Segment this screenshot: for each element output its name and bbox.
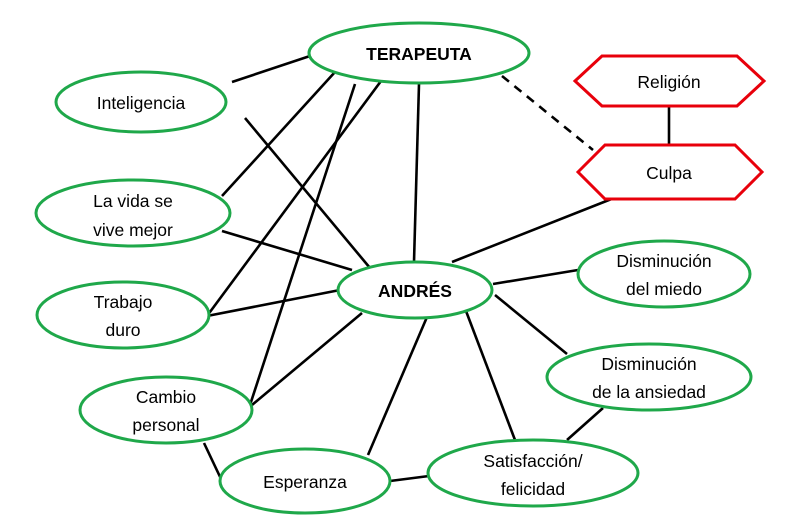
node-miedo: Disminución del miedo [576,239,752,309]
svg-text:Cambio: Cambio [136,387,196,407]
edge-terapeuta-inteligencia [231,53,314,84]
svg-text:Trabajo: Trabajo [94,292,153,312]
node-religion: Religión [572,54,767,108]
node-ansiedad: Disminución de la ansiedad [545,342,753,412]
node-terapeuta: TERAPEUTA [307,21,531,85]
edge-satisfaccion-andres [464,310,517,441]
svg-text:vive mejor: vive mejor [93,220,173,240]
edge-cambio-esperanza [202,442,224,482]
edge-culpa-andres [451,196,615,264]
node-esperanza: Esperanza [218,447,392,515]
svg-text:Satisfacción/: Satisfacción/ [483,451,582,471]
svg-text:felicidad: felicidad [501,479,565,499]
svg-text:Religión: Religión [637,72,700,92]
edge-terapeuta-culpa-dashed [501,74,594,152]
edge-esperanza-andres [366,316,429,456]
node-vida: La vida se vive mejor [34,178,232,248]
svg-text:TERAPEUTA: TERAPEUTA [366,44,472,64]
node-cambio: Cambio personal [78,375,254,445]
edge-terapeuta-cambio [248,83,357,406]
node-trabajo: Trabajo duro [35,280,211,350]
edge-andres-miedo [492,268,579,286]
node-inteligencia: Inteligencia [54,70,228,134]
edge-andres-ansiedad [494,293,568,356]
edge-cambio-andres [251,312,363,406]
node-satisfaccion: Satisfacción/ felicidad [426,438,640,508]
edge-esperanza-satisfaccion [389,474,430,483]
edge-terapeuta-andres [412,83,421,263]
svg-text:Disminución: Disminución [601,354,696,374]
edge-inteligencia-andres [244,117,371,269]
svg-text:personal: personal [132,415,199,435]
edge-satisfaccion-ansiedad [566,407,604,441]
svg-text:de la ansiedad: de la ansiedad [592,382,706,402]
svg-text:ANDRÉS: ANDRÉS [378,280,452,301]
node-andres: ANDRÉS [336,260,494,320]
svg-text:del miedo: del miedo [626,279,702,299]
edge-vida-andres [221,229,353,272]
node-culpa: Culpa [575,143,765,201]
svg-text:Disminución: Disminución [616,251,711,271]
edge-terapeuta-trabajo [205,80,383,317]
svg-text:duro: duro [105,320,140,340]
edge-terapeuta-vida [221,71,336,197]
svg-text:Esperanza: Esperanza [263,472,347,492]
svg-text:Inteligencia: Inteligencia [97,93,186,113]
edge-trabajo-andres [206,288,341,318]
edges [202,53,671,483]
svg-text:Culpa: Culpa [646,163,692,183]
svg-text:La vida se: La vida se [93,191,173,211]
